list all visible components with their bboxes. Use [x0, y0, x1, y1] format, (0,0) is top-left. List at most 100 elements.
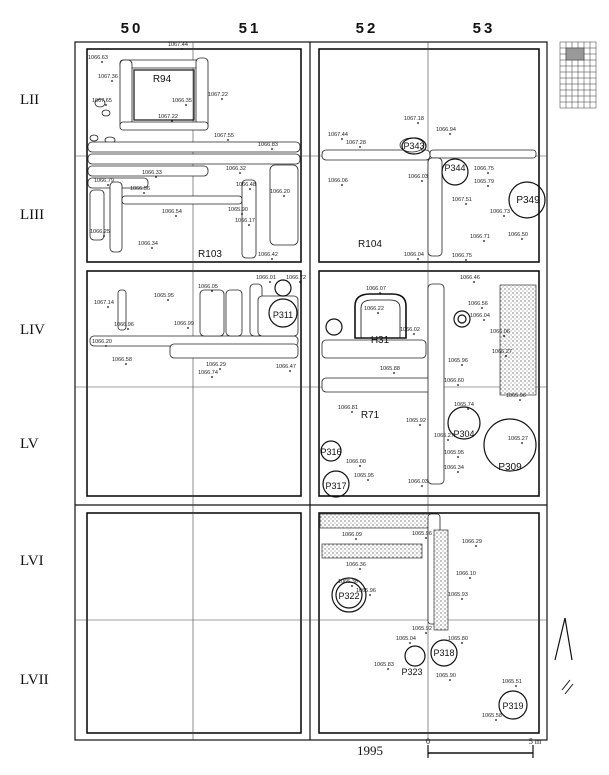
feature-label-P349: P349	[516, 195, 540, 206]
elevation-value: 1065.92	[406, 418, 426, 424]
elevation-value: 1066.75	[452, 253, 472, 259]
elevation-value: 1066.20	[270, 189, 290, 195]
elevation-value: 1066.81	[338, 405, 358, 411]
elevation-value: 1066.34	[444, 465, 464, 471]
elevation-point: 1066.06	[490, 329, 510, 337]
elevation-value: 1065.04	[396, 636, 416, 642]
elevation-value: 1066.56	[468, 301, 488, 307]
elevation-point: 1066.04	[470, 313, 490, 321]
elevation-value: 1065.95	[354, 473, 374, 479]
elevation-value: 1067.36	[98, 74, 118, 80]
elevation-point: 1065.74	[454, 402, 474, 410]
elevation-value: 1065.88	[380, 366, 400, 372]
elevation-point: 1066.50	[508, 232, 528, 240]
elevation-point: 1066.07	[366, 286, 386, 294]
feature-label-P319: P319	[502, 701, 523, 711]
elevation-point: 1065.92	[412, 626, 432, 634]
elevation-point: 1066.09	[342, 532, 362, 540]
elevation-point: 1066.03	[408, 174, 428, 182]
elevation-point: 1066.71	[470, 234, 490, 242]
elevation-point: 1066.00	[346, 459, 366, 467]
elevation-point: 1066.05	[198, 284, 218, 292]
elevation-value: 1066.79	[94, 178, 114, 184]
elevation-point: 1066.94	[436, 127, 456, 135]
feature-label-P318: P318	[433, 648, 454, 658]
elevation-point: 1066.81	[338, 405, 358, 413]
elevation-value: 1067.44	[328, 132, 348, 138]
elevation-point: 1065.51	[502, 679, 522, 687]
elevation-value: 1066.20	[92, 339, 112, 345]
elevation-value: 1066.71	[470, 234, 490, 240]
elevation-value: 1066.07	[366, 286, 386, 292]
elevation-point: 1066.01	[256, 275, 276, 283]
elevation-value: 1066.94	[436, 127, 456, 133]
row-label-LVII: LVII	[20, 672, 49, 688]
row-headers: LII LIII LIV LV LVI LVII	[20, 92, 49, 688]
elevation-value: 1066.09	[342, 532, 362, 538]
elevation-point: 1066.48	[236, 182, 256, 190]
elevation-point: 1066.34	[138, 241, 158, 249]
elevation-value: 1066.34	[138, 241, 158, 247]
elevation-value: 1066.29	[462, 539, 482, 545]
elevation-value: 1067.28	[346, 140, 366, 146]
elevation-value: 1065.83	[374, 662, 394, 668]
elevation-value: 1066.72	[286, 275, 306, 281]
elevation-point: 1065.58	[482, 713, 502, 721]
feature-label-R103: R103	[198, 249, 222, 260]
feature-label-P309: P309	[498, 462, 522, 473]
elevation-point: 1067.51	[452, 197, 472, 205]
elevation-value: 1065.96	[448, 358, 468, 364]
elevation-point: 1066.73	[490, 209, 510, 217]
row-label-LIV: LIV	[20, 322, 45, 338]
elevation-value: 1066.99	[174, 321, 194, 327]
elevation-value: 1067.51	[452, 197, 472, 203]
feature-label-P311: P311	[273, 310, 293, 320]
elevation-value: 1066.56	[130, 186, 150, 192]
elevation-point: 1066.47	[276, 364, 296, 372]
elevation-value: 1065.27	[508, 436, 528, 442]
elevation-point: 1067.44	[328, 132, 348, 140]
elevation-point: 1066.56	[130, 186, 150, 194]
elevation-point: 1066.02	[400, 327, 420, 335]
column-label-52: 52	[356, 20, 379, 37]
elevation-value: 1066.05	[198, 284, 218, 290]
elevation-value: 1066.48	[236, 182, 256, 188]
elevation-value: 1066.54	[162, 209, 182, 215]
feature-label-P316: P316	[320, 447, 341, 457]
elevation-point: 1065.95	[154, 293, 174, 301]
elevation-value: 1065.51	[502, 679, 522, 685]
elevation-value: 1066.63	[88, 55, 108, 61]
year-label: 1995	[357, 743, 383, 758]
stone-walls	[87, 57, 537, 631]
elevation-value: 1066.17	[235, 218, 255, 224]
elevation-value: 1066.06	[328, 178, 348, 184]
feature-label-R104: R104	[358, 239, 382, 250]
elevation-value: 1066.96	[114, 322, 134, 328]
scale-end-label: 5 m	[529, 737, 542, 746]
elevation-point: 1065.95	[444, 450, 464, 458]
feature-label-P343: P343	[403, 141, 424, 151]
elevation-value: 1066.04	[470, 313, 490, 319]
elevation-point: 1066.27	[434, 433, 454, 441]
elevation-value: 1067.22	[208, 92, 228, 98]
elevation-point: 1066.33	[142, 170, 162, 178]
elevation-value: 1066.58	[112, 357, 132, 363]
grid-key-diagram	[559, 41, 597, 109]
elevation-value: 1065.80	[448, 636, 468, 642]
elevation-value: 1066.83	[258, 142, 278, 148]
column-label-50: 50	[121, 20, 144, 37]
elevation-point: 1066.99	[174, 321, 194, 329]
scale-start-label: 0	[426, 737, 430, 746]
elevation-point: 1065.88	[380, 366, 400, 374]
feature-label-P322: P322	[338, 591, 359, 601]
elevation-value: 1066.01	[256, 275, 276, 281]
elevation-value: 1067.18	[404, 116, 424, 122]
elevation-point: 1066.29	[462, 539, 482, 547]
elevation-value: 1065.96	[412, 531, 432, 537]
elevation-point: 1065.96	[506, 393, 526, 401]
elevation-point: 1066.36	[346, 562, 366, 570]
row-label-LII: LII	[20, 92, 39, 108]
elevation-value: 1066.75	[474, 166, 494, 172]
elevation-point: 1066.17	[235, 218, 255, 226]
